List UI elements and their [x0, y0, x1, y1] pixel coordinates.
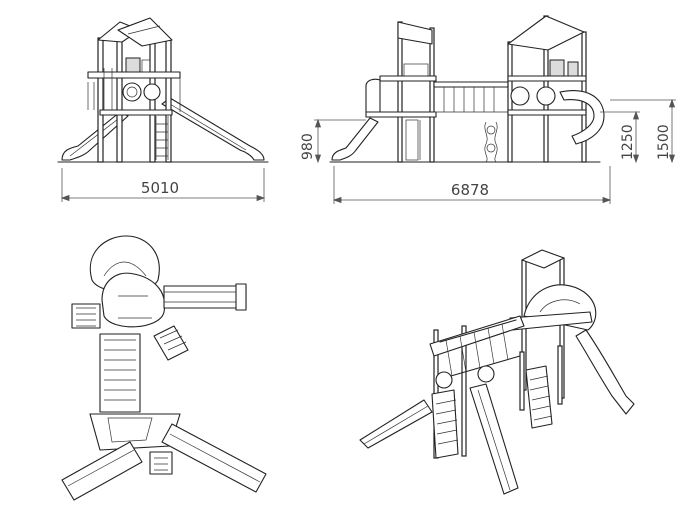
height-980-label: 980	[300, 133, 316, 160]
side-elevation-view: 6878 980 1250 1500	[300, 15, 676, 204]
height-1500-label: 1500	[656, 124, 672, 160]
height-1250-label: 1250	[620, 124, 636, 160]
front-elevation-view: 5010	[57, 17, 269, 202]
front-width-label: 5010	[141, 179, 179, 197]
side-width-label: 6878	[451, 181, 489, 199]
isometric-view	[359, 249, 635, 495]
plan-view	[61, 235, 267, 501]
